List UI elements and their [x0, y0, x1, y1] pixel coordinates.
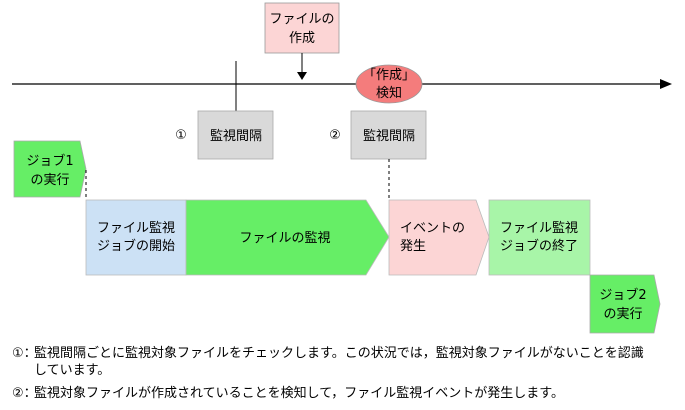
note-1: ①：監視間隔ごとに監視対象ファイルをチェックします。この状況では，監視対象ファイ… [12, 345, 654, 379]
job2-line-2: の実行 [603, 306, 642, 322]
step-event-line-1: イベントの [400, 221, 465, 236]
step-end-line-2: ジョブの終了 [500, 238, 578, 254]
interval-1-marker: ① [175, 128, 187, 143]
note-1-marker: ①： [12, 346, 37, 361]
job1-line-1: ジョブ1 [26, 153, 73, 169]
file-creation-arrowhead [297, 72, 307, 80]
note-2: ②：監視対象ファイルが作成されていることを検知して，ファイル監視イベントが発生し… [12, 385, 654, 402]
job2-pentagon: ジョブ2 の実行 [589, 274, 661, 334]
file-creation-box: ファイルの 作成 [264, 2, 340, 54]
timeline-axis [12, 79, 672, 89]
interval-1-box: 監視間隔 [197, 110, 274, 160]
step-monitor-arrow: ファイルの監視 [185, 199, 390, 276]
interval-1-label: 監視間隔 [210, 128, 262, 144]
step-end-line-1: ファイル監視 [500, 220, 578, 236]
step-monitor-label: ファイルの監視 [239, 230, 330, 246]
step-start-box: ファイル監視 ジョブの開始 [85, 199, 187, 276]
job2-line-1: ジョブ2 [599, 287, 646, 303]
file-creation-line-2: 作成 [289, 31, 315, 46]
detect-ellipse: 「作成」 検知 [355, 64, 423, 104]
note-1-text: 監視間隔ごとに監視対象ファイルをチェックします。この状況では，監視対象ファイルが… [34, 346, 644, 378]
job1-pentagon: ジョブ1 の実行 [13, 140, 87, 198]
note-2-marker: ②： [12, 386, 37, 401]
interval-2-box: 監視間隔 [350, 110, 427, 160]
step-event-line-2: 発生 [400, 239, 426, 254]
file-creation-line-1: ファイルの [269, 12, 334, 27]
step-event-arrow: イベントの 発生 [388, 199, 490, 276]
interval-2-label: 監視間隔 [363, 128, 415, 144]
detect-line-1: 「作成」 [363, 68, 415, 83]
job1-line-2: の実行 [30, 172, 69, 188]
step-end-box: ファイル監視 ジョブの終了 [488, 199, 591, 276]
detect-line-2: 検知 [376, 85, 402, 101]
step-start-line-2: ジョブの開始 [97, 238, 175, 254]
step-start-line-1: ファイル監視 [97, 220, 175, 236]
note-2-text: 監視対象ファイルが作成されていることを検知して，ファイル監視イベントが発生します… [34, 386, 565, 401]
interval-2-marker: ② [329, 128, 341, 143]
